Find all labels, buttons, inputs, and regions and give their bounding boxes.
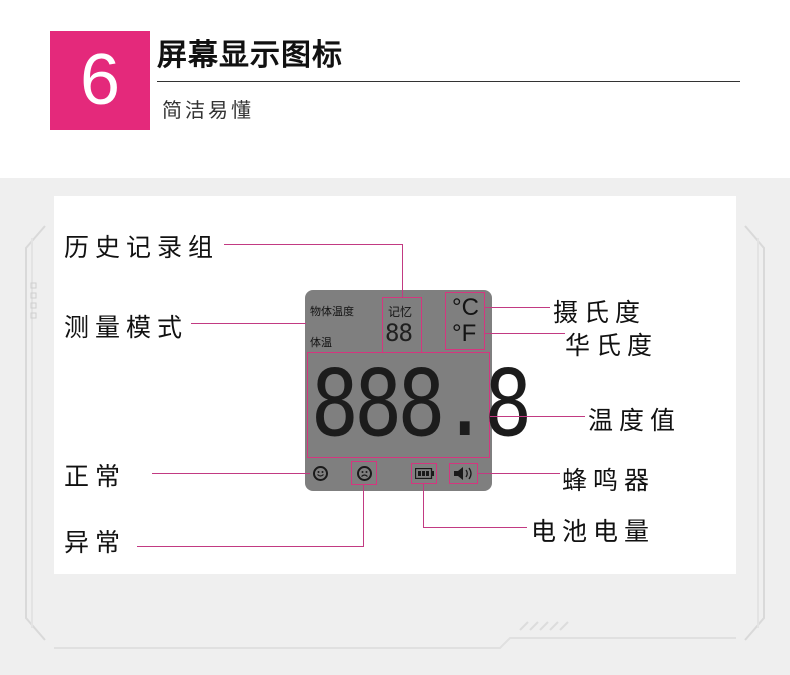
header-divider: [157, 81, 740, 82]
celsius-symbol: °C: [452, 294, 479, 321]
section-number-badge: 6: [50, 31, 150, 130]
leader-battery-v: [423, 484, 424, 527]
leader-abnormal-v: [363, 485, 364, 547]
leader-battery-h: [423, 527, 527, 528]
mode-object-temp: 物体温度: [310, 305, 354, 318]
label-battery: 电池电量: [531, 517, 656, 546]
leader-fahrenheit: [485, 333, 565, 334]
speaker-icon: [453, 465, 474, 482]
decorative-frame: [25, 225, 765, 649]
battery-icon: [415, 468, 434, 479]
section-title: 屏幕显示图标: [157, 38, 343, 73]
label-abnormal: 异常: [64, 528, 127, 557]
smiley-face-icon: [313, 466, 328, 481]
unit-frame: [445, 292, 485, 350]
temperature-digits: 888.8: [311, 350, 532, 457]
leader-normal: [152, 473, 310, 474]
mode-body-temp: 体温: [310, 336, 332, 349]
label-measure-mode: 测量模式: [64, 313, 189, 342]
label-history: 历史记录组: [64, 233, 220, 262]
leader-temperature: [490, 416, 585, 417]
sad-face-icon: [357, 466, 372, 481]
leader-history-h: [224, 244, 402, 245]
label-fahrenheit: 华氏度: [565, 331, 659, 360]
fahrenheit-symbol: °F: [452, 320, 477, 347]
leader-buzzer: [478, 473, 560, 474]
leader-history-v: [402, 244, 403, 298]
section-subtitle: 简洁易懂: [162, 98, 254, 122]
battery-frame: [411, 463, 437, 484]
memory-digits: 88: [385, 319, 413, 347]
label-buzzer: 蜂鸣器: [562, 466, 656, 495]
abnormal-frame: [351, 461, 377, 485]
buzzer-frame: [449, 463, 478, 484]
temperature-frame: [307, 352, 490, 458]
leader-abnormal-h: [137, 546, 364, 547]
memory-label: 记忆: [388, 305, 413, 319]
leader-celsius: [485, 307, 550, 308]
label-normal: 正常: [64, 462, 127, 491]
leader-mode: [191, 323, 306, 324]
label-celsius: 摄氏度: [553, 298, 647, 327]
label-temperature: 温度值: [588, 406, 682, 435]
